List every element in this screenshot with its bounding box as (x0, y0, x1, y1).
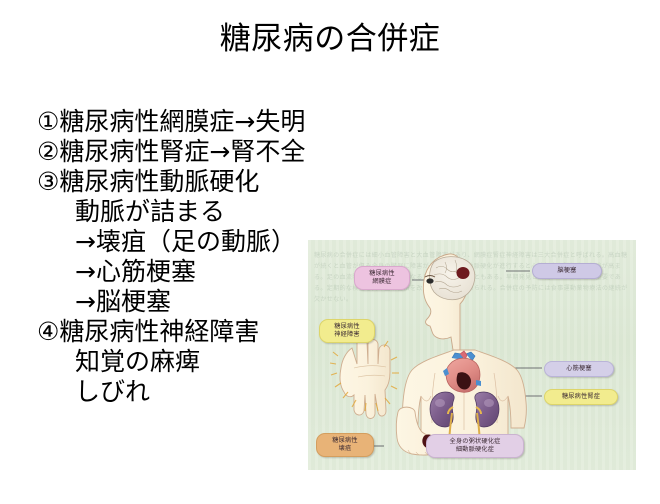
body-line-3: ③糖尿病性動脈硬化 (37, 167, 260, 196)
heart-organ (443, 350, 481, 393)
body-line-10: しびれ (75, 377, 151, 406)
body-line-8: ④糖尿病性神経障害 (37, 317, 260, 346)
body-line-9: 知覚の麻痺 (75, 347, 201, 376)
body-line-1: ①糖尿病性網膜症→失明 (37, 107, 306, 136)
complications-diagram-image: 糖尿病の合併症には細小血管障害と大血管障害があり、網膜症腎症神経障害は三大合併症… (308, 240, 636, 470)
label-retinopathy: 糖尿病性 網膜症 (354, 266, 410, 290)
eye (426, 278, 434, 284)
label-nephropathy: 糖尿病性腎症 (544, 389, 618, 405)
body-line-2: ②糖尿病性腎症→腎不全 (37, 137, 306, 166)
kidneys (429, 391, 500, 442)
heart-infarct-spot (456, 372, 471, 390)
body-text-block: ①糖尿病性網膜症→失明 ②糖尿病性腎症→腎不全 ③糖尿病性動脈硬化 動脈が詰まる… (37, 107, 337, 407)
body-line-6: →心筋梗塞 (75, 257, 196, 286)
body-line-4: 動脈が詰まる (75, 197, 226, 226)
label-gangrene: 糖尿病性 壊疽 (316, 433, 374, 457)
label-neuropathy: 糖尿病性 神経障害 (319, 319, 375, 343)
label-heart-infarct: 心筋梗塞 (544, 361, 614, 377)
brain-gyri (433, 259, 463, 293)
page-title: 糖尿病の合併症 (219, 21, 441, 57)
body-line-5: →壊疽（足の動脈） (75, 227, 296, 256)
label-atherosclerosis: 全身の粥状硬化症 細動脈硬化症 (426, 434, 524, 458)
human-body-figure (329, 253, 542, 456)
head-profile (422, 253, 476, 353)
hand-illustration (329, 331, 399, 419)
label-brain-infarct: 脳梗塞 (532, 263, 602, 279)
body-line-7: →脳梗塞 (75, 287, 171, 316)
brain-infarct-spot (456, 267, 470, 279)
